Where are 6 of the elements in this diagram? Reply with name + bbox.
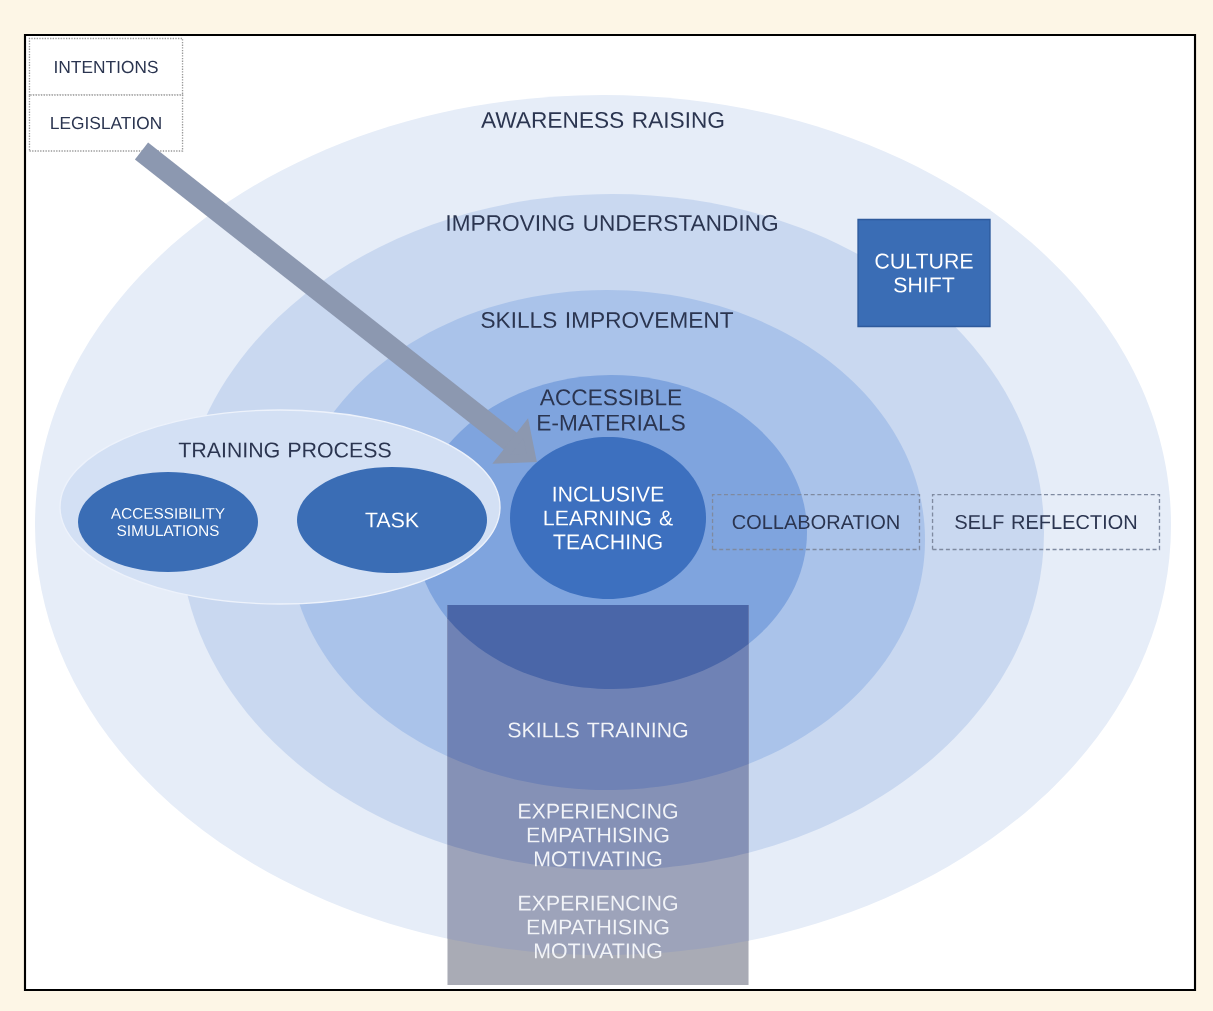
label-box: SELF REFLECTION bbox=[931, 493, 1161, 551]
label-box: COLLABORATION bbox=[711, 493, 921, 551]
skills-panel: SKILLS TRAINING EXPERIENCING EMPATHISING MOTIVATING EXPERIENCING EMPATHISING MOTIVATING bbox=[447, 605, 749, 985]
label-box: LEGISLATION bbox=[28, 94, 184, 152]
label-box: CULTURE SHIFT bbox=[857, 218, 991, 328]
label-box: INTENTIONS bbox=[28, 37, 184, 97]
